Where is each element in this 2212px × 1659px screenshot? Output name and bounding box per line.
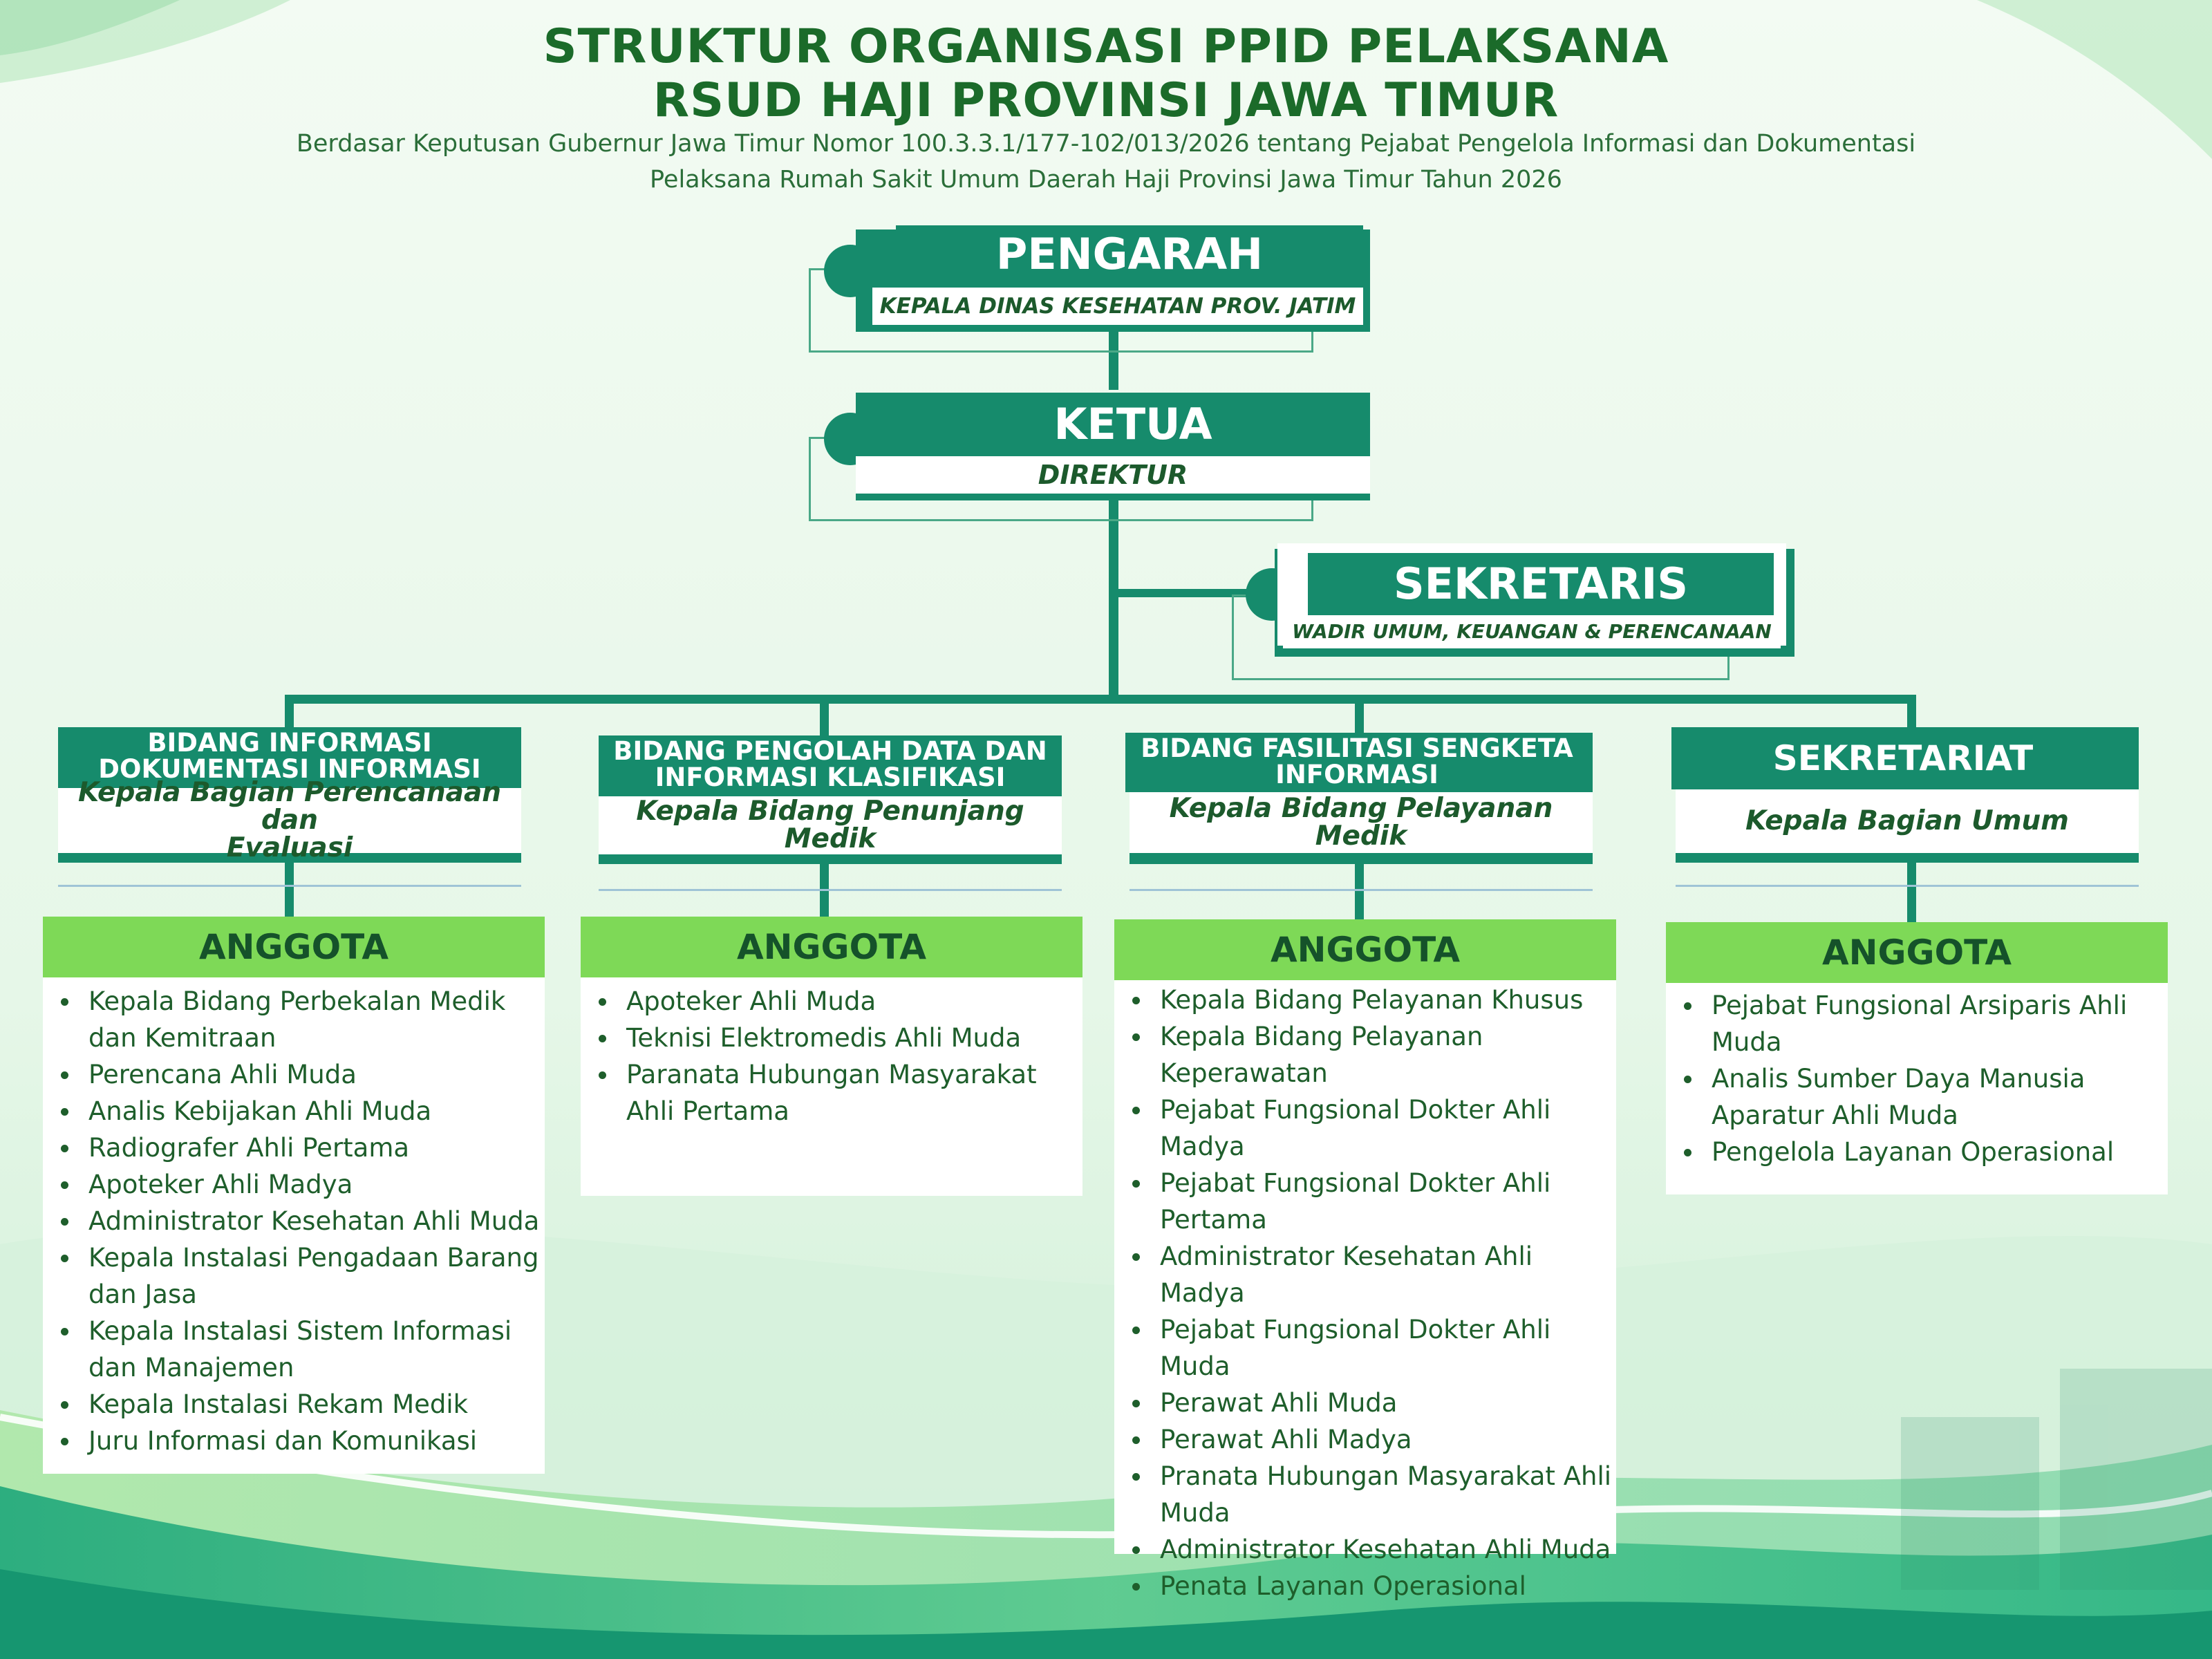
title-line-2: RSUD HAJI PROVINSI JAWA TIMUR — [653, 73, 1559, 128]
list-item: Pejabat Fungsional Arsiparis Ahli Muda — [1684, 987, 2168, 1060]
pengarah-subtitle: KEPALA DINAS KESEHATAN PROV. JATIM — [872, 288, 1363, 325]
list-item: Analis Kebijakan Ahli Muda — [61, 1093, 545, 1130]
sekretaris-subtitle: WADIR UMUM, KEUANGAN & PERENCANAAN — [1283, 615, 1781, 648]
list-item: Apoteker Ahli Muda — [599, 983, 1082, 1020]
subtitle-line-2: Pelaksana Rumah Sakit Umum Daerah Haji P… — [650, 166, 1562, 194]
list-item: Juru Informasi dan Komunikasi — [61, 1423, 545, 1459]
anggota-3-header: ANGGOTA — [1114, 919, 1616, 980]
bidang-1-title-line-2: DOKUMENTASI INFORMASI — [98, 754, 481, 784]
list-item: Paranata Hubungan Masyarakat Ahli Pertam… — [599, 1056, 1082, 1130]
list-item: Penata Layanan Operasional — [1132, 1568, 1616, 1604]
connector-pengarah-ketua — [1109, 330, 1118, 390]
anggota-1-list: Kepala Bidang Perbekalan Medik dan Kemit… — [43, 977, 545, 1474]
bidang-3-title-line-1: BIDANG FASILITASI SENGKETA — [1141, 733, 1573, 763]
list-item: Kepala Bidang Pelayanan Khusus — [1132, 982, 1616, 1018]
connector-anggota-3 — [1355, 857, 1364, 919]
bidang-1-subtitle: Kepala Bagian Perencanaan dan Evaluasi — [58, 779, 521, 862]
bidang-2-title: BIDANG PENGOLAH DATA DAN INFORMASI KLASI… — [599, 735, 1062, 796]
ketua-title: KETUA — [896, 393, 1370, 456]
list-item: Kepala Instalasi Sistem Informasi dan Ma… — [61, 1313, 545, 1386]
bidang-4-title-line-1: SEKRETARIAT — [1772, 738, 2034, 778]
list-item: Administrator Kesehatan Ahli Muda — [1132, 1531, 1616, 1568]
connector-bidang-3 — [1355, 695, 1364, 736]
ketua-subtitle: DIREKTUR — [856, 456, 1370, 494]
bidang-2-subtitle: Kepala Bidang Penunjang Medik — [599, 796, 1062, 854]
bidang-1-subtitle-line-1: Kepala Bagian Perencanaan dan — [77, 777, 502, 836]
connector-ketua-horizontal — [1109, 499, 1118, 702]
list-item: Kepala Instalasi Pengadaan Barang dan Ja… — [61, 1239, 545, 1313]
bidang-2-title-line-1: BIDANG PENGOLAH DATA DAN — [613, 736, 1047, 766]
bidang-4-subtitle: Kepala Bagian Umum — [1676, 789, 2139, 853]
list-item: Perencana Ahli Muda — [61, 1056, 545, 1093]
list-item: Administrator Kesehatan Ahli Muda — [61, 1203, 545, 1239]
list-item: Administrator Kesehatan Ahli Madya — [1132, 1238, 1616, 1311]
bidang-3-title-line-2: INFORMASI — [1275, 760, 1438, 789]
list-item: Teknisi Elektromedis Ahli Muda — [599, 1020, 1082, 1056]
connector-sekretaris-branch — [1114, 589, 1266, 597]
connector-anggota-2 — [820, 857, 829, 919]
bidang-2-underline — [599, 889, 1062, 891]
pengarah-title: PENGARAH — [896, 225, 1363, 288]
bidang-3-underline — [1130, 889, 1593, 891]
bidang-4-title: SEKRETARIAT — [1671, 727, 2135, 789]
list-item: Apoteker Ahli Madya — [61, 1166, 545, 1203]
sekretaris-title: SEKRETARIS — [1308, 553, 1774, 615]
bidang-2-subtitle-line-1: Kepala Bidang Penunjang Medik — [636, 796, 1024, 854]
connector-bidang-2 — [820, 695, 829, 738]
list-item: Perawat Ahli Madya — [1132, 1421, 1616, 1458]
title-line-1: STRUKTUR ORGANISASI PPID PELAKSANA — [543, 19, 1669, 74]
anggota-2-list: Apoteker Ahli Muda Teknisi Elektromedis … — [581, 977, 1082, 1196]
bidang-1-title: BIDANG INFORMASI DOKUMENTASI INFORMASI — [58, 727, 521, 788]
list-item: Radiografer Ahli Pertama — [61, 1130, 545, 1166]
bidang-1-subtitle-line-2: Evaluasi — [226, 832, 353, 863]
anggota-3-list: Kepala Bidang Pelayanan Khusus Kepala Bi… — [1114, 980, 1616, 1601]
bidang-3-subtitle-line-1: Kepala Bidang Pelayanan Medik — [1169, 793, 1553, 852]
anggota-4-header: ANGGOTA — [1666, 922, 2168, 983]
anggota-1-header: ANGGOTA — [43, 917, 545, 977]
bidang-4-subtitle-line-1: Kepala Bagian Umum — [1745, 805, 2069, 836]
list-item: Pengelola Layanan Operasional — [1684, 1134, 2168, 1170]
list-item: Perawat Ahli Muda — [1132, 1385, 1616, 1421]
bidang-4-underline — [1676, 885, 2139, 887]
list-item: Pejabat Fungsional Dokter Ahli Pertama — [1132, 1165, 1616, 1238]
connector-bidang-horizontal — [285, 695, 1916, 704]
anggota-4-list: Pejabat Fungsional Arsiparis Ahli Muda A… — [1666, 983, 2168, 1194]
bidang-3-subtitle: Kepala Bidang Pelayanan Medik — [1130, 792, 1593, 853]
bidang-2-title-line-2: INFORMASI KLASIFIKASI — [655, 762, 1006, 792]
connector-bidang-1 — [285, 695, 294, 729]
list-item: Kepala Bidang Pelayanan Keperawatan — [1132, 1018, 1616, 1091]
list-item: Kepala Instalasi Rekam Medik — [61, 1386, 545, 1423]
list-item: Pranata Hubungan Masyarakat Ahli Muda — [1132, 1458, 1616, 1531]
list-item: Analis Sumber Daya Manusia Aparatur Ahli… — [1684, 1060, 2168, 1134]
subtitle-line-1: Berdasar Keputusan Gubernur Jawa Timur N… — [296, 130, 1916, 158]
list-item: Kepala Bidang Perbekalan Medik dan Kemit… — [61, 983, 545, 1056]
list-item: Pejabat Fungsional Dokter Ahli Muda — [1132, 1311, 1616, 1385]
bidang-1-underline — [58, 885, 521, 887]
connector-bidang-4 — [1907, 695, 1916, 729]
bidang-3-title: BIDANG FASILITASI SENGKETA INFORMASI — [1125, 733, 1588, 792]
list-item: Pejabat Fungsional Dokter Ahli Madya — [1132, 1091, 1616, 1165]
bidang-1-title-line-1: BIDANG INFORMASI — [147, 728, 432, 758]
anggota-2-header: ANGGOTA — [581, 917, 1082, 977]
